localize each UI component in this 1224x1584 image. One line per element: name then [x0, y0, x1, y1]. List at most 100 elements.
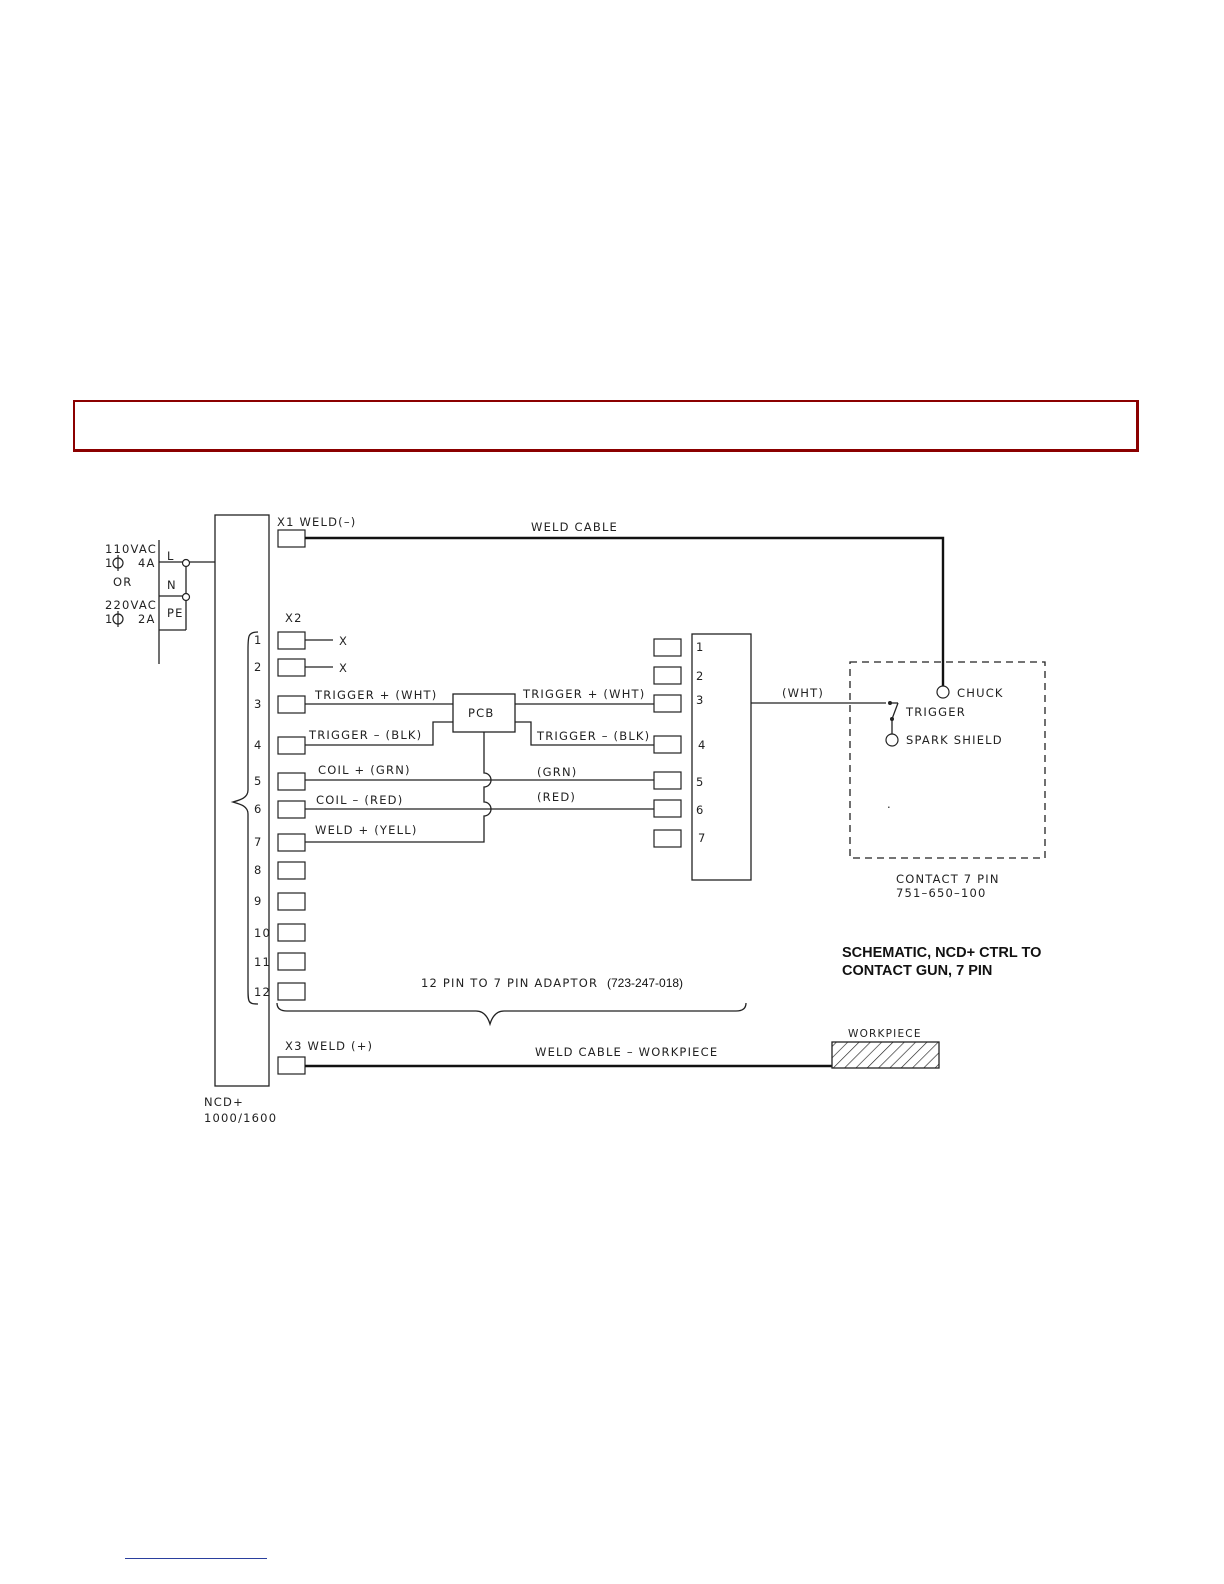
phase-220-label: 1	[105, 612, 114, 626]
x2-pin-number: 5	[254, 774, 263, 788]
unused-pin-mark: X	[339, 634, 348, 648]
chuck-label: CHUCK	[957, 686, 1004, 700]
grn-label: (GRN)	[537, 765, 577, 779]
adaptor-pin-number: 4	[698, 738, 707, 752]
x3-weld-plus-label: X3 WELD (+)	[285, 1039, 373, 1053]
x2-pin-terminal	[277, 736, 306, 755]
gun-part-label: 751–650–100	[896, 886, 987, 900]
x2-pin-number: 3	[254, 697, 263, 711]
trigger-minus-label: TRIGGER – (BLK)	[308, 728, 422, 742]
footer-link-underline	[125, 1558, 267, 1559]
weld-plus-wire	[305, 732, 492, 843]
adaptor-part-label: (723-247-018)	[607, 976, 683, 990]
x2-pin-number: 2	[254, 660, 263, 674]
x1-weld-minus-label: X1 WELD(–)	[277, 515, 356, 529]
spark-shield-label: SPARK SHIELD	[906, 733, 1003, 747]
weld-plus-label: WELD + (YELL)	[315, 823, 418, 837]
x2-pin-terminal	[277, 658, 306, 677]
ncd-controller-block	[214, 514, 270, 1087]
adaptor-7pin-block	[691, 633, 752, 881]
phase-110-label: 1	[105, 556, 114, 570]
chuck-terminal	[936, 685, 950, 699]
schematic-title-line2: CONTACT GUN, 7 PIN	[842, 963, 992, 979]
x2-pin-number: 6	[254, 802, 263, 816]
controller-name-label: NCD+	[204, 1095, 244, 1109]
trigger-minus-out-wire	[515, 721, 654, 746]
x2-pin-terminal	[277, 631, 306, 650]
or-label: OR	[113, 575, 132, 589]
controller-model-label: 1000/1600	[204, 1111, 277, 1125]
trigger-switch-icon	[888, 701, 899, 734]
adaptor-pin-terminal	[653, 829, 682, 848]
weld-cable-minus	[305, 536, 945, 688]
adaptor-pin-numbers: 1 2 3 4 5 6 7	[696, 640, 707, 845]
trigger-label: TRIGGER	[905, 705, 966, 719]
adaptor-pin-terminal	[653, 694, 682, 713]
workpiece-block	[831, 1041, 940, 1069]
x2-pin-terminals	[277, 631, 306, 1001]
adaptor-pin-number: 5	[696, 775, 705, 789]
x2-pin-terminal	[277, 892, 306, 911]
workpiece-label: WORKPIECE	[848, 1028, 922, 1040]
adaptor-pin-number: 7	[698, 831, 707, 845]
x2-pin-terminal	[277, 800, 306, 819]
x2-pin-number: 10	[254, 926, 271, 940]
voltage-110-label: 110VAC	[105, 542, 157, 556]
amp-110-label: 4A	[138, 556, 156, 570]
adaptor-pin-terminal	[653, 666, 682, 685]
voltage-220-label: 220VAC	[105, 598, 157, 612]
schematic-title-line1: SCHEMATIC, NCD+ CTRL TO	[842, 945, 1041, 961]
weld-cable-label: WELD CABLE	[531, 520, 618, 534]
red-label: (RED)	[537, 790, 576, 804]
x2-pin-number: 9	[254, 894, 263, 908]
coil-plus-label: COIL + (GRN)	[318, 763, 411, 777]
section-banner	[73, 400, 1139, 452]
phase-symbol-icon	[112, 611, 124, 627]
x2-label: X2	[285, 611, 303, 625]
trigger-minus-wire	[305, 721, 453, 746]
x2-pin-number: 12	[254, 985, 271, 999]
x2-pin-brace	[230, 631, 259, 1005]
x2-pin-number: 11	[254, 955, 271, 969]
x2-pin-number: 7	[254, 835, 263, 849]
x2-pin-numbers: 1 2 3 4 5 6 7 8 9 10 11 12	[254, 633, 271, 999]
trigger-minus-out-label: TRIGGER – (BLK)	[536, 729, 650, 743]
terminal-l-label: L	[167, 549, 175, 563]
trigger-plus-out-label: TRIGGER + (WHT)	[522, 687, 645, 701]
terminal-n-label: N	[167, 578, 177, 592]
adaptor-pin-number: 6	[696, 803, 705, 817]
x2-pin-number: 1	[254, 633, 263, 647]
x2-pin-terminal	[277, 952, 306, 971]
adaptor-pin-number: 3	[696, 693, 705, 707]
power-input: 110VAC 1 4A OR 220VAC 1 2A L N PE	[105, 540, 215, 664]
pcb-label: PCB	[468, 706, 494, 720]
x2-pin-terminal	[277, 982, 306, 1001]
x2-pin-number: 8	[254, 863, 263, 877]
gun-dot: .	[887, 797, 892, 811]
wht-label: (WHT)	[782, 686, 824, 700]
adaptor-pin-terminal	[653, 799, 682, 818]
x2-pin-terminal	[277, 833, 306, 852]
unused-pin-mark: X	[339, 661, 348, 675]
amp-220-label: 2A	[138, 612, 156, 626]
terminal-pe-label: PE	[167, 606, 184, 620]
phase-symbol-icon	[112, 555, 124, 571]
contact-gun-box	[849, 661, 1046, 859]
trigger-plus-label: TRIGGER + (WHT)	[314, 688, 437, 702]
x2-pin-terminal	[277, 772, 306, 791]
gun-name-label: CONTACT 7 PIN	[896, 872, 1000, 886]
adaptor-label: 12 PIN TO 7 PIN ADAPTOR	[421, 976, 598, 990]
weld-cable-workpiece-label: WELD CABLE – WORKPIECE	[535, 1045, 718, 1059]
adaptor-pin-terminal	[653, 771, 682, 790]
x3-terminal	[277, 1056, 306, 1075]
adaptor-pin-terminal	[653, 735, 682, 754]
x2-pin-terminal	[277, 695, 306, 714]
x2-pin-terminal	[277, 861, 306, 880]
adaptor-pin-number: 2	[696, 669, 705, 683]
adaptor-pin-number: 1	[696, 640, 705, 654]
adaptor-pin-terminals	[653, 638, 682, 848]
adaptor-pin-terminal	[653, 638, 682, 657]
x2-pin-number: 4	[254, 738, 263, 752]
coil-minus-label: COIL – (RED)	[316, 793, 403, 807]
